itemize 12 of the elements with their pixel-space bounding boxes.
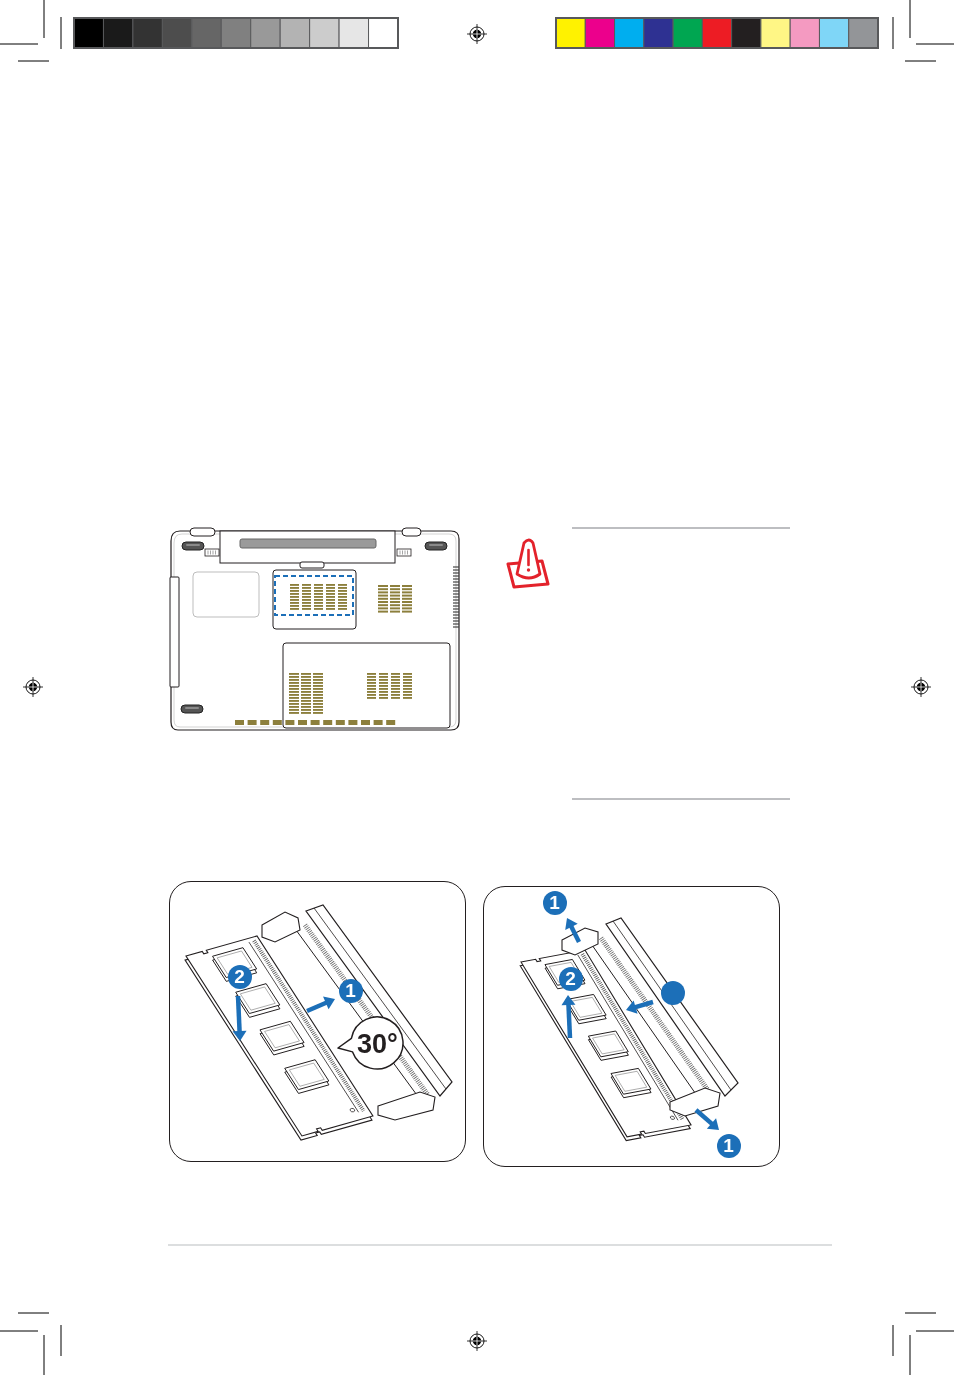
callout-number: 1: [345, 981, 356, 1000]
angle-callout-bubble: [335, 1014, 406, 1071]
callout-number: 1: [549, 893, 560, 912]
illustration-panel: [169, 881, 466, 1162]
callout-number: 2: [234, 967, 245, 986]
illustration-panel: [483, 886, 780, 1167]
callout-circle: [542, 890, 567, 915]
callout-number: 2: [565, 969, 576, 988]
callout-circle: [338, 978, 363, 1003]
callout-circle: [716, 1133, 741, 1158]
callout-number: 1: [723, 1136, 734, 1155]
angle-label: 30°: [357, 1030, 398, 1057]
